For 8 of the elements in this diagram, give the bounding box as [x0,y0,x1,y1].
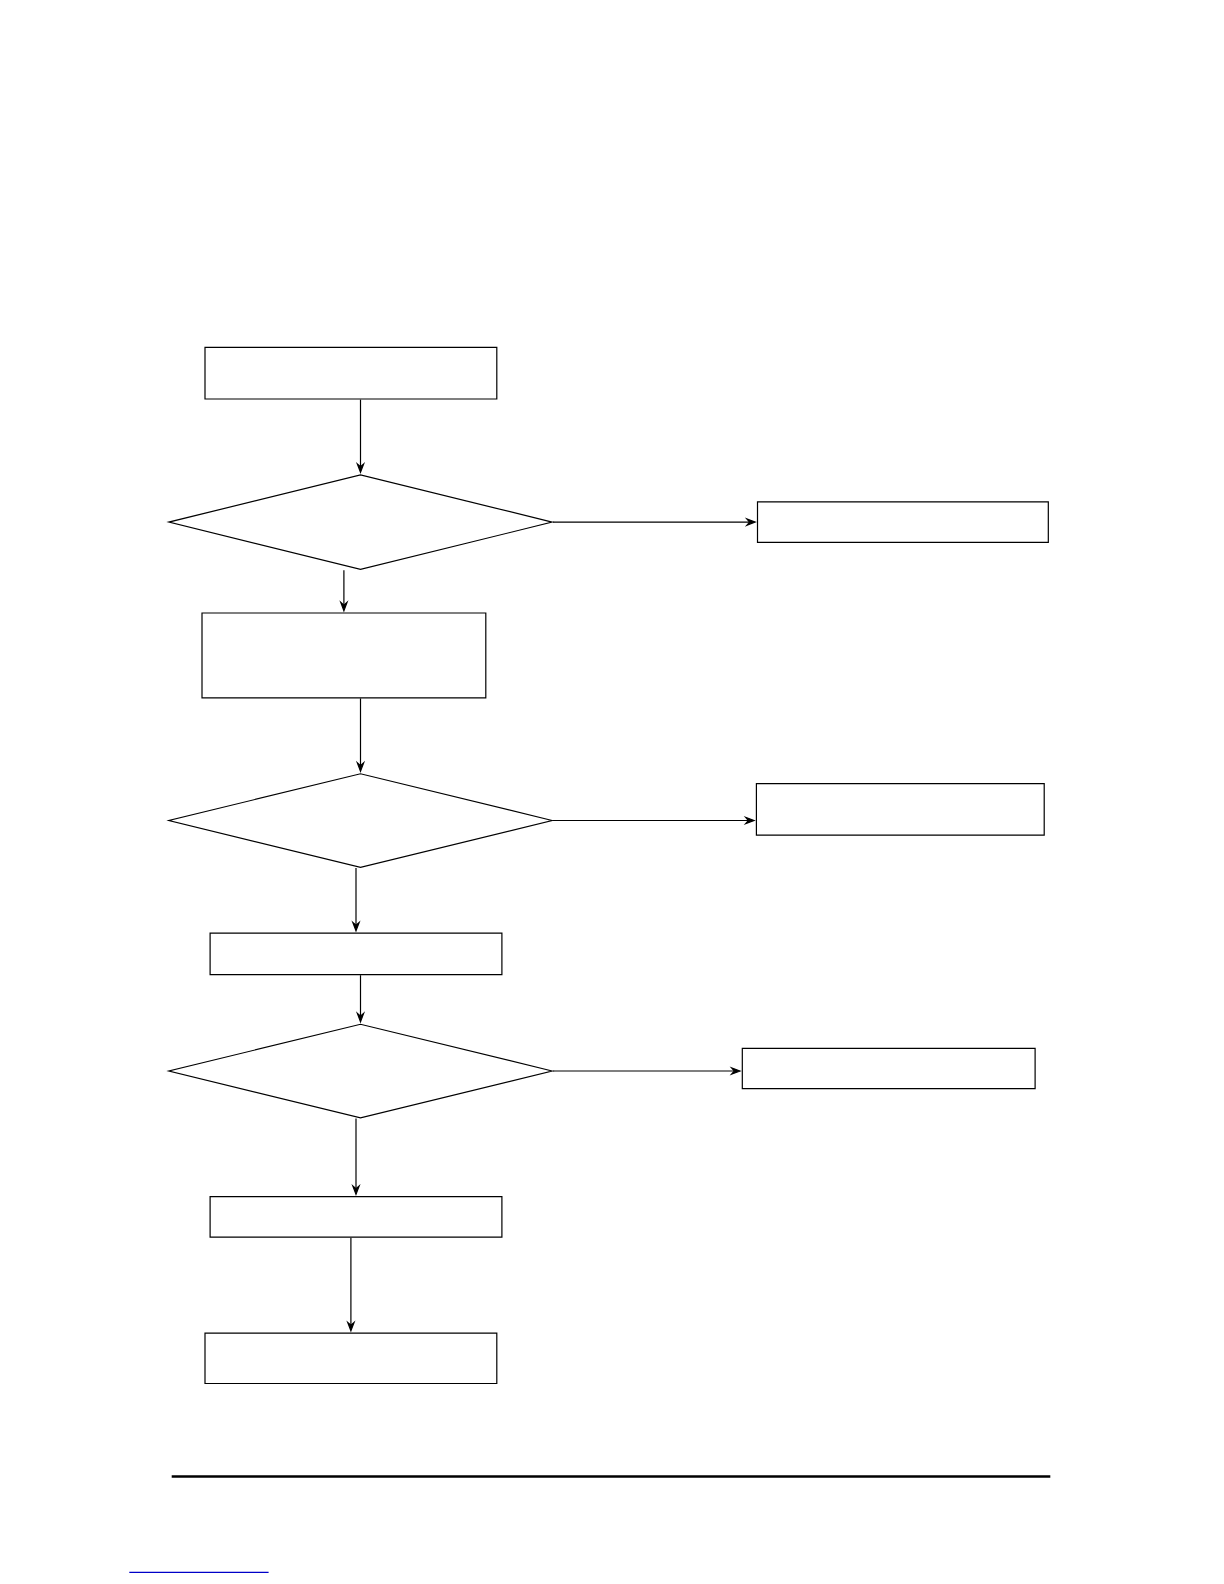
flow-box [201,612,487,699]
flow-box [756,501,1049,543]
flow-box [204,346,498,400]
flow-box [209,932,503,976]
flow-box [741,1047,1036,1090]
flow-box [204,1332,498,1385]
flow-box [209,1196,503,1238]
flow-box [755,783,1045,836]
